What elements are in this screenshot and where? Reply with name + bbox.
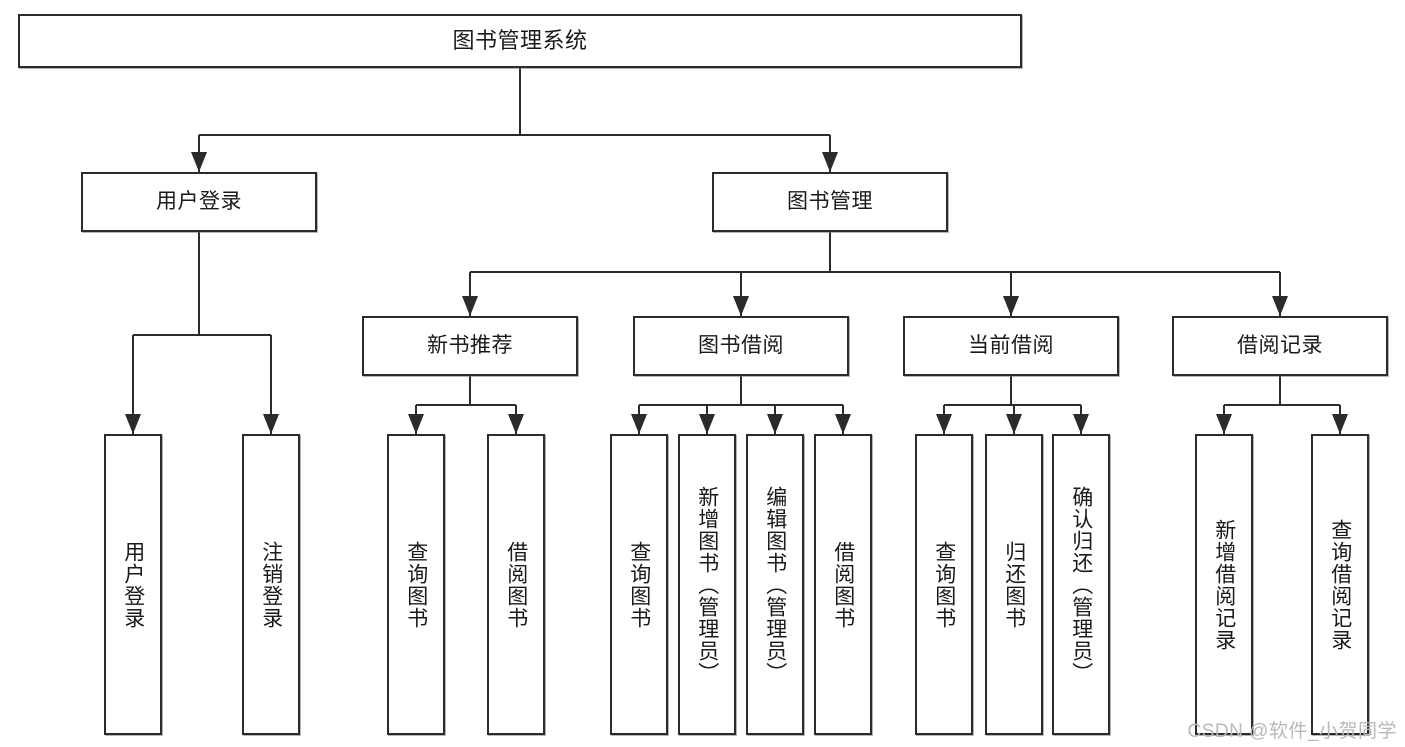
node-label: 用户登录 (156, 189, 242, 213)
node-leaf-confirm-return[interactable]: 确认归还（管理员） (1052, 434, 1110, 735)
node-label: 图书管理 (787, 189, 873, 213)
node-leaf-query-book-current[interactable]: 查询图书 (915, 434, 973, 735)
arrowhead-leaf-query-book-current (936, 414, 952, 434)
node-leaf-return-book[interactable]: 归还图书 (985, 434, 1043, 735)
node-leaf-borrow-book[interactable]: 借阅图书 (814, 434, 872, 735)
node-leaf-edit-book[interactable]: 编辑图书（管理员） (746, 434, 804, 735)
node-new-book-rec[interactable]: 新书推荐 (362, 316, 578, 376)
node-label: 查询图书 (932, 540, 956, 629)
node-label: 用户登录 (121, 540, 145, 629)
arrowhead-new-book-rec (462, 296, 478, 316)
node-label: 编辑图书（管理员） (763, 485, 787, 684)
node-leaf-query-record[interactable]: 查询借阅记录 (1311, 434, 1369, 735)
node-label: 确认归还（管理员） (1069, 485, 1093, 684)
node-leaf-add-book[interactable]: 新增图书（管理员） (678, 434, 736, 735)
node-label: 查询图书 (627, 540, 651, 629)
node-label: 新书推荐 (427, 333, 513, 357)
node-leaf-add-record[interactable]: 新增借阅记录 (1195, 434, 1253, 735)
arrowhead-leaf-query-book-rec (408, 414, 424, 434)
watermark: CSDN @软件_小贺同学 (1187, 721, 1397, 742)
arrowhead-book-borrow (733, 296, 749, 316)
arrowhead-leaf-edit-book (767, 414, 783, 434)
node-leaf-borrow-book-rec[interactable]: 借阅图书 (487, 434, 545, 735)
arrowhead-leaf-add-book (699, 414, 715, 434)
arrowhead-leaf-user-logout (263, 414, 279, 434)
node-label: 当前借阅 (968, 333, 1054, 357)
node-label: 新增借阅记录 (1212, 518, 1236, 651)
node-label: 图书管理系统 (452, 28, 588, 54)
node-leaf-user-login[interactable]: 用户登录 (104, 434, 162, 735)
arrowhead-leaf-add-record (1216, 414, 1232, 434)
arrowhead-current-borrow (1003, 296, 1019, 316)
node-label: 归还图书 (1002, 540, 1026, 629)
arrowhead-leaf-user-login (125, 414, 141, 434)
node-label: 借阅记录 (1237, 333, 1323, 357)
arrowhead-leaf-confirm-return (1073, 414, 1089, 434)
arrowhead-leaf-borrow-book-rec (508, 414, 524, 434)
arrowhead-user-login (191, 152, 207, 172)
node-current-borrow[interactable]: 当前借阅 (903, 316, 1119, 376)
node-label: 借阅图书 (504, 540, 528, 629)
node-root[interactable]: 图书管理系统 (18, 14, 1022, 68)
node-leaf-user-logout[interactable]: 注销登录 (242, 434, 300, 735)
node-leaf-query-book-borrow[interactable]: 查询图书 (610, 434, 668, 735)
node-user-login[interactable]: 用户登录 (81, 172, 317, 232)
node-book-borrow[interactable]: 图书借阅 (633, 316, 849, 376)
node-label: 图书借阅 (698, 333, 784, 357)
node-label: 查询借阅记录 (1328, 518, 1352, 651)
arrowhead-leaf-query-book-borrow (631, 414, 647, 434)
node-book-manage[interactable]: 图书管理 (712, 172, 948, 232)
arrowhead-leaf-borrow-book (835, 414, 851, 434)
node-label: 注销登录 (259, 540, 283, 629)
arrowhead-book-manage (822, 152, 838, 172)
node-label: 借阅图书 (831, 540, 855, 629)
arrowhead-leaf-return-book (1006, 414, 1022, 434)
node-borrow-record[interactable]: 借阅记录 (1172, 316, 1388, 376)
node-label: 查询图书 (404, 540, 428, 629)
arrowhead-leaf-query-record (1332, 414, 1348, 434)
node-leaf-query-book-rec[interactable]: 查询图书 (387, 434, 445, 735)
node-label: 新增图书（管理员） (695, 485, 719, 684)
arrowhead-borrow-record (1272, 296, 1288, 316)
